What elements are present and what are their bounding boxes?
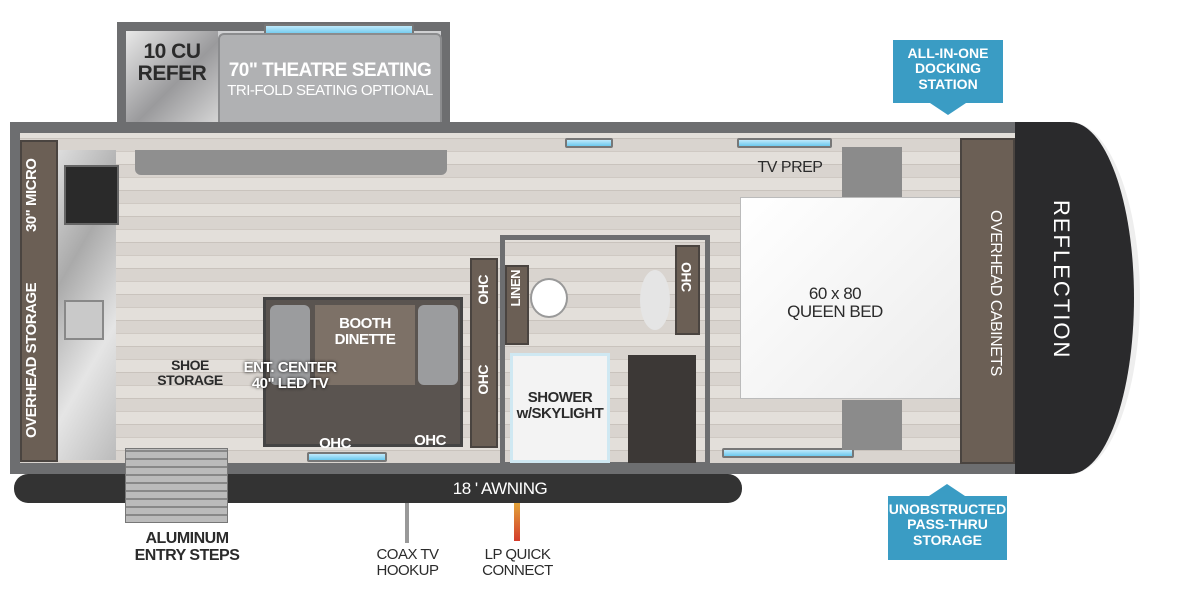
bed-label: 60 x 80 QUEEN BED xyxy=(787,284,883,321)
bathroom-wall xyxy=(500,235,710,467)
cabinets-label: OVERHEAD CABINETS xyxy=(986,210,1004,376)
vanity-sink xyxy=(640,270,670,330)
stove xyxy=(64,165,119,225)
arrow-up-icon xyxy=(929,484,965,496)
ohc-label: OHC xyxy=(678,262,695,292)
arrow-down-icon xyxy=(930,103,966,115)
docking-station-callout: ALL-IN-ONE DOCKING STATION xyxy=(893,40,1003,103)
ohc-label: OHC xyxy=(475,275,491,305)
tv-prep-label: TV PREP xyxy=(757,159,823,176)
shoe-storage-label: SHOE STORAGE xyxy=(157,357,223,388)
lp-connect xyxy=(514,503,520,541)
dinette-table xyxy=(315,305,415,385)
linen-label: LINEN xyxy=(508,270,523,307)
awning xyxy=(14,474,742,503)
docking-label: ALL-IN-ONE DOCKING STATION xyxy=(907,45,989,92)
coax-label: COAX TV HOOKUP xyxy=(376,546,439,579)
pass-thru-callout: UNOBSTRUCTED PASS-THRU STORAGE xyxy=(888,496,1007,560)
seating-option-label: TRI-FOLD SEATING OPTIONAL xyxy=(227,82,433,99)
lp-label: LP QUICK CONNECT xyxy=(482,546,553,579)
seating-label: 70" THEATRE SEATING xyxy=(228,60,432,81)
queen-bed xyxy=(740,197,962,399)
front-cap xyxy=(1015,122,1140,474)
brand-logo: REFLECTION xyxy=(1049,200,1075,360)
passthru-label: UNOBSTRUCTED PASS-THRU STORAGE xyxy=(888,501,1007,548)
window xyxy=(722,448,854,458)
ohc-label: OHC xyxy=(414,432,446,449)
shower-label: SHOWER w/SKYLIGHT xyxy=(516,389,604,422)
window xyxy=(307,452,387,462)
ohc-label: OHC xyxy=(475,365,491,395)
micro-label: 30" MICRO xyxy=(23,158,40,232)
toilet xyxy=(530,278,568,318)
window xyxy=(565,138,613,148)
ent-center-label: ENT. CENTER 40" LED TV xyxy=(243,359,337,392)
awning-label: 18 ' AWNING xyxy=(452,479,548,498)
window xyxy=(737,138,832,148)
linen-closet xyxy=(505,265,529,345)
coax-hookup xyxy=(405,503,409,543)
steps-label: ALUMINUM ENTRY STEPS xyxy=(134,530,240,564)
wardrobe xyxy=(628,355,696,463)
entry-steps[interactable] xyxy=(125,448,228,523)
overhead-cabinets xyxy=(960,138,1015,464)
ohc-label: OHC xyxy=(319,435,351,452)
shower xyxy=(510,353,610,463)
overhead-storage-cabinet xyxy=(20,140,58,462)
sink xyxy=(64,300,104,340)
refer-label: 10 CU REFER xyxy=(137,40,207,86)
dinette-label: BOOTH DINETTE xyxy=(334,315,396,348)
overhead-storage-label: OVERHEAD STORAGE xyxy=(23,282,40,438)
